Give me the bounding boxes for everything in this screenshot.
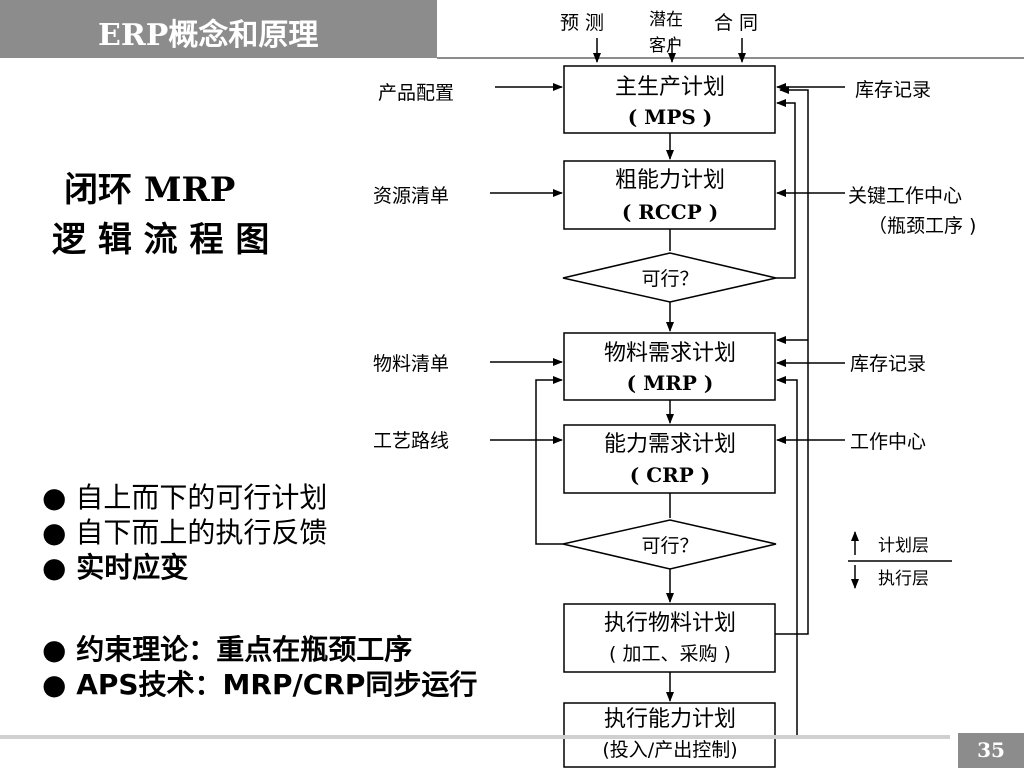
footer-divider [0,735,950,739]
contract-label: 合 同 [714,12,758,34]
resource-list-label: 资源清单 [373,185,449,207]
product-config-label: 产品配置 [378,82,454,104]
potential-label-1: 潜在 [649,10,683,30]
plan-layer-label: 计划层 [878,536,929,556]
bom-label: 物料清单 [373,353,449,375]
mps-name: 主生产计划 [615,75,725,100]
exec-material-sub: ( 加工、采购 ) [609,643,731,665]
exec-capacity-name: 执行能力计划 [604,707,736,732]
exec-capacity-sub: (投入/产出控制) [602,739,737,761]
mrp-abbr: ( MRP ) [627,371,714,395]
mrp-name: 物料需求计划 [604,341,736,366]
inventory-record-label-2: 库存记录 [850,353,926,375]
page-number: 35 [958,733,1024,768]
bullet-list-1: ● 自上而下的可行计划 ● 自下而上的执行反馈 ● 实时应变 [42,480,327,585]
bullet-item: ● 自下而上的执行反馈 [42,516,328,549]
bullet-item: ● 自上而下的可行计划 [42,481,328,514]
bullet-item: ● 实时应变 [42,551,189,584]
routing-label: 工艺路线 [373,430,449,452]
diagram-title-line2: 逻 辑 流 程 图 [52,220,270,260]
feasible2-diamond [562,519,777,570]
bullet-list-2: ● 约束理论：重点在瓶颈工序 ● APS技术：MRP/CRP同步运行 [42,632,477,702]
work-center-label: 工作中心 [850,431,926,453]
feasible1-label: 可行？ [641,268,698,290]
potential-label-2: 客户 [649,36,683,56]
crp-name: 能力需求计划 [604,432,736,457]
forecast-label: 预 测 [560,12,604,34]
rccp-name: 粗能力计划 [615,168,725,193]
diagram-title-line1: 闭环 MRP [64,170,236,210]
exec-material-name: 执行物料计划 [604,611,736,636]
mps-abbr: ( MPS ) [628,105,712,129]
inventory-record-label-1: 库存记录 [855,79,931,101]
exec-layer-label: 执行层 [878,569,929,589]
page-title: ERP概念和原理 [98,18,319,53]
bottleneck-label: （瓶颈工序 ) [868,215,976,237]
bullet-item: ● 约束理论：重点在瓶颈工序 [42,633,413,666]
crp-abbr: ( CRP ) [630,463,710,487]
rccp-abbr: ( RCCP ) [622,200,718,224]
header-bar: ERP概念和原理 [0,0,437,58]
key-workcenter-label: 关键工作中心 [848,185,962,207]
feasible2-label: 可行？ [641,535,698,557]
header-divider [437,57,1024,59]
bullet-item: ● APS技术：MRP/CRP同步运行 [42,668,478,701]
